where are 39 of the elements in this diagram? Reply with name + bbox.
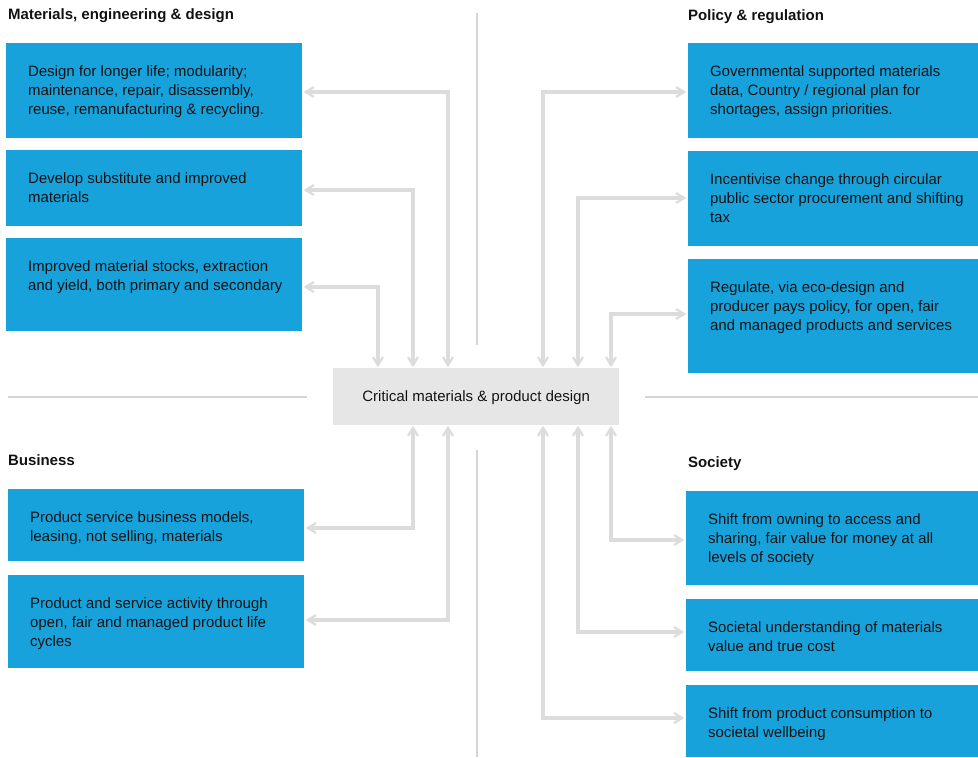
section-heading: Society bbox=[688, 454, 742, 471]
box-text: Shift from product consumption to societal wellbeing bbox=[708, 704, 934, 742]
box-text: Governmental supported materials data, Country / regional plan for shortages, assign priorities. bbox=[710, 62, 942, 119]
topic-box bbox=[6, 150, 302, 226]
double-arrow bbox=[536, 86, 686, 366]
topic-box bbox=[686, 685, 978, 757]
section-heading: Materials, engineering & design bbox=[8, 6, 234, 23]
double-arrow bbox=[304, 184, 420, 366]
section-heading: Business bbox=[8, 452, 75, 469]
box-text: Improved material stocks, extraction and yield, both primary and secondary bbox=[28, 257, 284, 295]
section-heading: Policy & regulation bbox=[688, 7, 824, 24]
double-arrow bbox=[572, 192, 686, 366]
central-box bbox=[333, 368, 619, 425]
double-arrow bbox=[604, 308, 686, 366]
double-arrow bbox=[306, 426, 454, 626]
double-arrow bbox=[304, 280, 384, 366]
box-text: Critical materials & product design bbox=[362, 387, 590, 406]
topic-box bbox=[688, 43, 978, 138]
double-arrow bbox=[304, 86, 454, 366]
box-text: Product and service activity through open, fair and managed product life cycles bbox=[30, 594, 269, 651]
box-text: Develop substitute and improved materials bbox=[28, 169, 248, 207]
double-arrow bbox=[572, 426, 684, 638]
topic-box bbox=[686, 491, 978, 585]
topic-box bbox=[8, 489, 304, 561]
topic-box bbox=[8, 575, 304, 668]
box-text: Societal understanding of materials value and true cost bbox=[708, 618, 944, 656]
topic-box bbox=[6, 238, 302, 331]
topic-box bbox=[688, 259, 978, 373]
box-text: Regulate, via eco-design and producer pays policy, for open, fair and managed products and services bbox=[710, 278, 953, 335]
double-arrow bbox=[604, 426, 684, 546]
double-arrow bbox=[536, 426, 684, 724]
topic-box bbox=[6, 43, 302, 138]
box-text: Incentivise change through circular public sector procurement and shifting tax bbox=[710, 170, 964, 227]
box-text: Product service business models, leasing, not selling, materials bbox=[30, 508, 254, 546]
topic-box bbox=[688, 151, 978, 246]
box-text: Shift from owning to access and sharing, fair value for money at all levels of society bbox=[708, 510, 934, 567]
double-arrow bbox=[306, 426, 420, 534]
box-text: Design for longer life; modularity; maintenance, repair, disassembly, reuse, remanufacturing & recycling. bbox=[28, 62, 265, 119]
topic-box bbox=[686, 599, 978, 671]
